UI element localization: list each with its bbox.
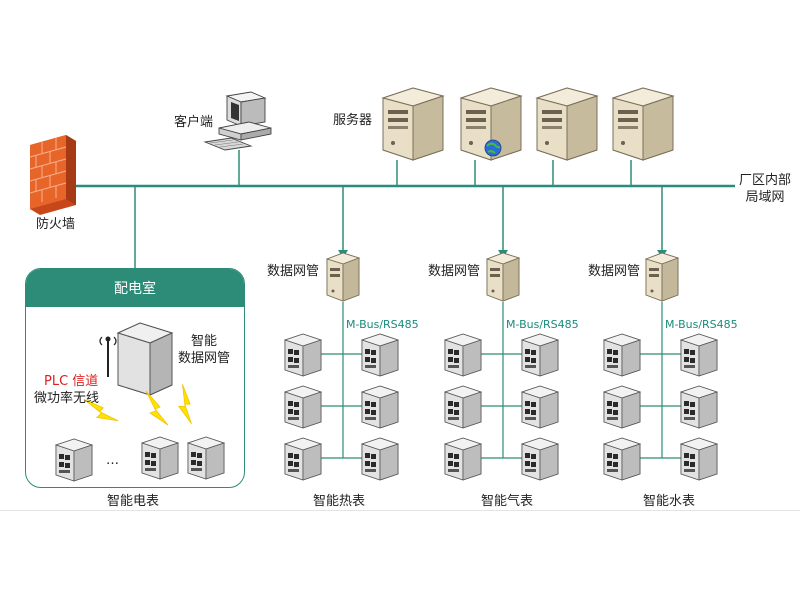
ellipsis-label: … xyxy=(106,453,119,468)
bus-label-heat: M-Bus/RS485 xyxy=(346,318,419,331)
smart-water-meter-label: 智能水表 xyxy=(643,494,696,509)
lightning-bolt-icon xyxy=(145,390,169,426)
bus-label-gas: M-Bus/RS485 xyxy=(506,318,579,331)
server-tower-icon xyxy=(382,87,444,161)
globe-server-icon xyxy=(460,87,522,161)
desktop-computer-icon xyxy=(203,91,272,151)
data-gateway-icon xyxy=(326,252,360,302)
distribution-room-title: 配电室 xyxy=(26,269,244,307)
meter-box-icon xyxy=(55,438,93,482)
meter-box-icon xyxy=(680,333,718,377)
server-tower-icon xyxy=(612,87,674,161)
meter-box-icon xyxy=(603,385,641,429)
meter-box-icon xyxy=(361,437,399,481)
smart-gateway-label: 智能 数据网管 xyxy=(174,333,234,367)
plc-channel-label: PLC 信道 xyxy=(44,374,99,389)
client-label: 客户端 xyxy=(174,115,214,130)
meter-box-icon xyxy=(603,333,641,377)
meter-box-icon xyxy=(284,385,322,429)
meter-box-icon xyxy=(521,385,559,429)
meter-box-icon xyxy=(361,385,399,429)
meter-box-icon xyxy=(444,333,482,377)
meter-box-icon xyxy=(361,333,399,377)
bus-branches-water xyxy=(637,353,684,459)
antenna-icon xyxy=(99,336,117,377)
servers-label: 服务器 xyxy=(333,113,373,128)
meter-box-icon xyxy=(680,385,718,429)
meter-box-icon xyxy=(284,333,322,377)
meter-box-icon xyxy=(284,437,322,481)
lightning-bolt-icon xyxy=(170,383,204,425)
lan-label-line1: 厂区内部 xyxy=(738,173,791,188)
data-gateway-icon xyxy=(486,252,520,302)
data-gateway-label-gas: 数据网管 xyxy=(428,264,481,279)
meter-box-icon xyxy=(680,437,718,481)
meter-box-icon xyxy=(521,437,559,481)
meter-box-icon xyxy=(141,436,179,480)
brick-wall-icon xyxy=(29,135,76,215)
bus-label-water: M-Bus/RS485 xyxy=(665,318,738,331)
firewall-label: 防火墙 xyxy=(36,217,76,232)
lan-label-line2: 局域网 xyxy=(745,190,785,205)
smart-heat-meter-label: 智能热表 xyxy=(313,494,366,509)
micro-wireless-label: 微功率无线 xyxy=(34,391,100,406)
meter-box-icon xyxy=(444,437,482,481)
meter-box-icon xyxy=(521,333,559,377)
distribution-room-panel: 配电室 xyxy=(25,268,245,488)
meter-box-icon xyxy=(187,436,225,480)
smart-electric-meter-label: 智能电表 xyxy=(107,494,160,509)
distribution-room-content xyxy=(55,322,225,482)
lan-label: 厂区内部 局域网 xyxy=(737,172,793,206)
data-gateway-label-heat: 数据网管 xyxy=(267,264,320,279)
smart-gateway-label-line1: 智能 xyxy=(190,334,217,349)
data-gateway-label-water: 数据网管 xyxy=(588,264,641,279)
smart-gateway-label-line2: 数据网管 xyxy=(177,351,230,366)
meter-box-icon xyxy=(444,385,482,429)
bus-branches-heat xyxy=(318,353,365,459)
smart-gateway-icon xyxy=(116,322,174,396)
bus-branches-gas xyxy=(478,353,525,459)
smart-gas-meter-label: 智能气表 xyxy=(481,494,534,509)
bottom-divider xyxy=(0,510,800,511)
server-tower-icon xyxy=(536,87,598,161)
meter-box-icon xyxy=(603,437,641,481)
data-gateway-icon xyxy=(645,252,679,302)
